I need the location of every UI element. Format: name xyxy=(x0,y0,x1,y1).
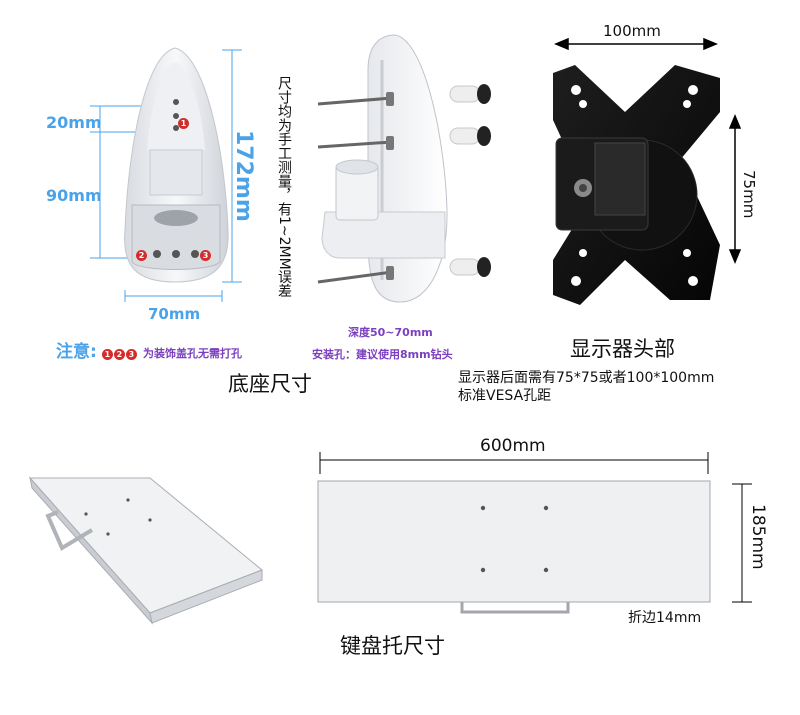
marker-3: 3 xyxy=(200,243,212,262)
note-marker-2: 2 xyxy=(113,349,125,360)
dim-172mm: 172mm xyxy=(231,130,256,222)
dim-185mm: 185mm xyxy=(748,504,768,570)
hole-text: 安装孔：建议使用8mm钻头 xyxy=(312,348,453,361)
dim-75mm: 75mm xyxy=(740,170,758,219)
base-caption: 底座尺寸 xyxy=(228,372,312,396)
fold-edge-text: 折边14mm xyxy=(628,610,702,626)
monitor-desc-1: 显示器后面需有75*75或者100*100mm xyxy=(458,370,715,386)
depth-text: 深度50~70mm xyxy=(348,326,433,339)
note-marker-3: 3 xyxy=(125,349,137,360)
dim-600mm: 600mm xyxy=(480,436,546,456)
marker-2: 2 xyxy=(136,243,148,262)
monitor-desc-2: 标准VESA孔距 xyxy=(458,388,552,404)
note-marker-1: 1 xyxy=(101,349,113,360)
monitor-title: 显示器头部 xyxy=(570,337,675,361)
dim-20mm: 20mm xyxy=(46,113,102,132)
measurement-note: 尺寸均为手工测量，有1~2MM误差 xyxy=(276,76,292,298)
dim-70mm: 70mm xyxy=(148,305,201,323)
dim-90mm: 90mm xyxy=(46,186,102,205)
dim-100mm: 100mm xyxy=(603,22,661,40)
marker-1: 1 xyxy=(178,111,190,130)
tray-caption: 键盘托尺寸 xyxy=(340,634,445,658)
note-text: 为装饰盖孔无需打孔 xyxy=(143,347,242,360)
note-label: 注意: xyxy=(56,342,97,362)
